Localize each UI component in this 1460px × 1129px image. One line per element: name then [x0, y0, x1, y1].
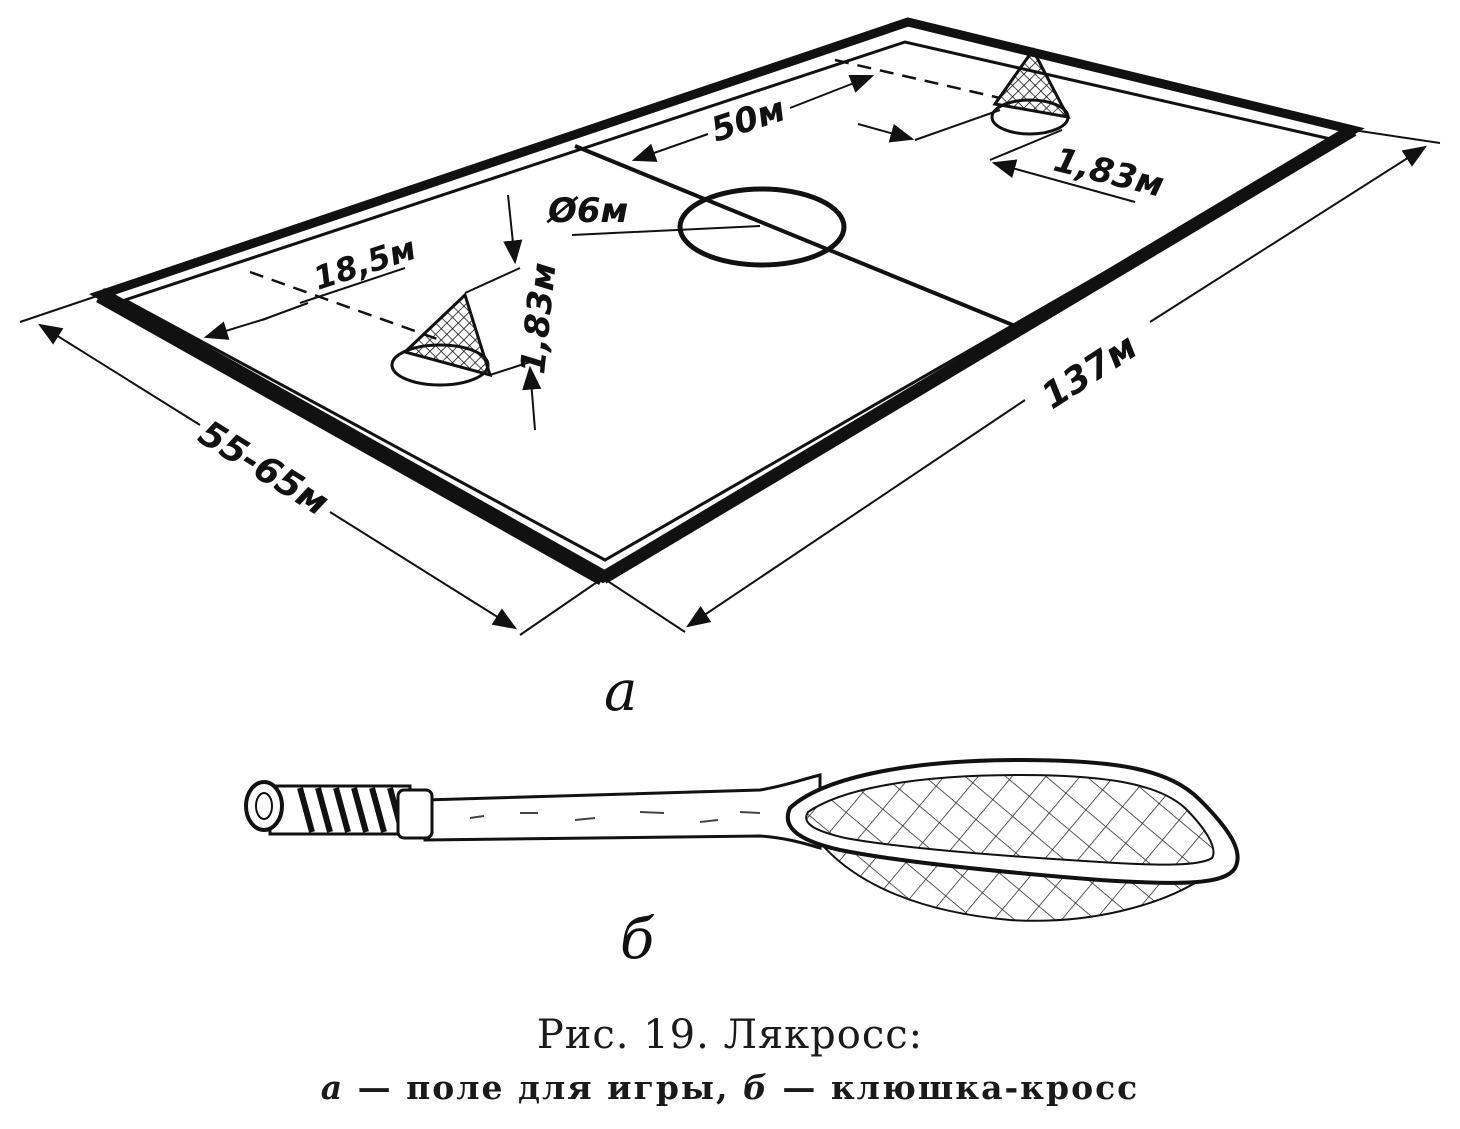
width-arrow-upper: [37, 323, 201, 426]
field-panel-label: а: [604, 659, 637, 724]
left-goal-width-bottom-ext: [489, 361, 531, 376]
goal-area-arrow-left: [203, 317, 269, 340]
right-goal-net: [992, 47, 1071, 120]
center-circle: [677, 186, 847, 268]
stick-butt-cap: [244, 780, 284, 832]
width-extension-top: [19, 294, 101, 323]
figure-caption-title: Рис. 19. Лякросс:: [536, 1012, 924, 1058]
length-extension-left: [602, 577, 686, 633]
length-arrow-upper: [1149, 145, 1428, 323]
center-circle-leader: [571, 225, 761, 236]
stick-shaft: [423, 773, 822, 851]
goal-area-leader: [299, 267, 406, 304]
distance-arrow-left: [631, 133, 709, 162]
field-inner-border: [121, 40, 1340, 562]
left-goal-width-arrow-top: [503, 194, 523, 265]
stick-head-inner: [805, 773, 1215, 866]
caption-part-a-letter: а: [320, 1068, 345, 1107]
lacrosse-stick: б: [244, 757, 1240, 972]
right-goal-width-arrow-bottom: [991, 159, 1136, 203]
length-extension-right: [1352, 129, 1441, 144]
goal-area-arrow-right: [261, 302, 309, 321]
width-arrow-lower: [329, 511, 518, 630]
near-sideline: [96, 288, 607, 585]
stick-shaft-grain: [469, 811, 761, 823]
left-goal-dashed-line: [249, 270, 441, 342]
left-goal-width-top-ext: [464, 267, 521, 294]
stick-grip-wrap: [297, 787, 405, 833]
figure-caption-legend: а — поле для игры, б — клюшка-кросс: [0, 1068, 1460, 1107]
caption-part-a-text: — поле для игры,: [357, 1068, 730, 1107]
left-goal-width-arrow-bottom: [522, 365, 542, 431]
lacrosse-field: 55-65м 137м Ø6м 50м 18,5м 1,83м 1,83м а: [19, 17, 1441, 724]
right-endline: [599, 124, 1357, 584]
right-goal-width-bottom-ext: [989, 129, 1063, 161]
width-label: 55-65м: [191, 413, 335, 524]
caption-part-b-text: — клюшка-кросс: [782, 1068, 1140, 1107]
stick-panel-label: б: [620, 907, 655, 972]
right-goal-width-arrow-top: [857, 123, 915, 143]
caption-part-b-letter: б: [743, 1068, 769, 1107]
length-label: 137м: [1035, 326, 1145, 417]
right-goal-width-top-ext: [914, 109, 1001, 141]
width-extension-bottom: [519, 577, 604, 636]
right-goal-dashed-line: [834, 58, 1001, 100]
center-line: [574, 144, 1021, 330]
distance-arrow-right: [789, 74, 875, 109]
stick-ferrule: [396, 788, 434, 840]
stick-butt-cap-inner: [255, 792, 273, 820]
left-goal-net: [402, 292, 493, 378]
center-circle-label: Ø6м: [546, 191, 628, 231]
length-arrow-lower: [686, 399, 1026, 628]
